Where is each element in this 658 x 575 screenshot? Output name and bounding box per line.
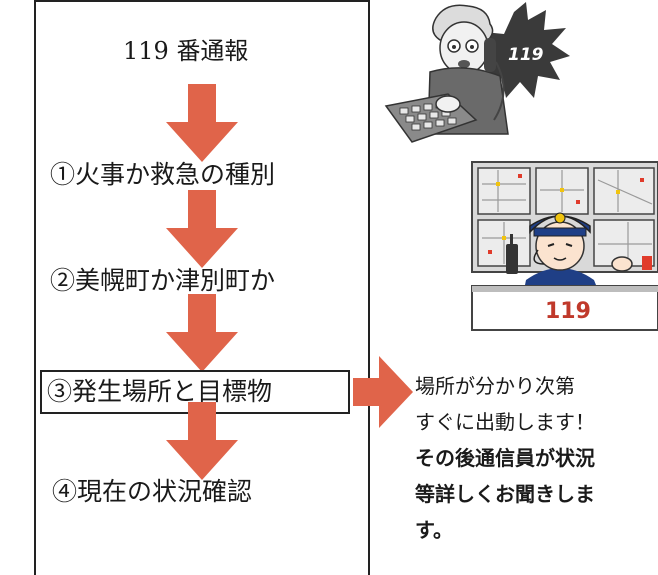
step-emergency-call: 119 番通報 [123, 37, 249, 65]
down-arrow-3 [166, 294, 238, 372]
note-bold-line-2: 等詳しくお聞きしま [415, 482, 595, 506]
flowchart-frame [34, 0, 370, 575]
step-location-landmark-label: ③発生場所と目標物 [47, 377, 273, 406]
note-bold-line-3: す。 [415, 518, 453, 542]
note-bold-line-1: その後通信員が状況 [415, 446, 595, 470]
right-arrow [353, 356, 413, 428]
down-arrow-2 [166, 190, 238, 268]
step-town: ②美幌町か津別町か [50, 266, 276, 295]
note-line-1: 場所が分かり次第 [415, 374, 575, 398]
down-arrow-1 [166, 84, 238, 162]
caller-badge-text: 119 [508, 45, 544, 65]
step-fire-or-ambulance: ①火事か救急の種別 [50, 160, 276, 189]
step-current-status: ④現在の状況確認 [52, 477, 253, 506]
dispatch-note: 場所が分かり次第 すぐに出動します！ その後通信員が状況 等詳しくお聞きしま す… [415, 368, 595, 548]
note-line-2: すぐに出動します！ [415, 410, 595, 434]
desk-119-label: 119 [545, 299, 591, 324]
dispatch-operator-icon: 119 [471, 161, 658, 331]
down-arrow-4 [166, 402, 238, 480]
caller-on-phone-icon: 119 [384, 2, 570, 143]
